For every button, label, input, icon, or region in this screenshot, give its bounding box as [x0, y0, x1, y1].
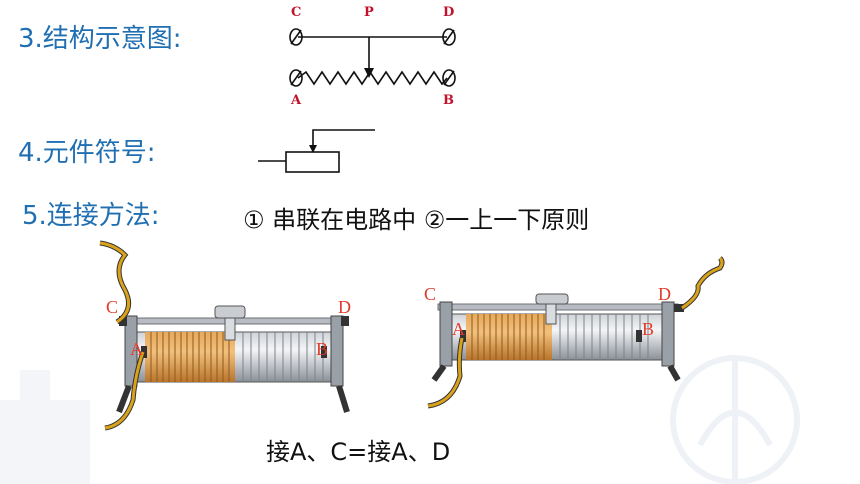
terminal-b-icon [442, 69, 456, 87]
heading-connection-method: 5.连接方法: [22, 201, 160, 231]
left-leg [116, 384, 132, 414]
slider-knob [535, 293, 569, 305]
left-end-plate [124, 315, 138, 387]
active-coil [466, 314, 552, 360]
rheostat-illustration-left [99, 240, 350, 431]
label-p: P [364, 5, 374, 20]
connection-caption: 接A、C=接A、D [266, 438, 451, 466]
slider-stem [545, 303, 557, 325]
resistance-wire [297, 70, 448, 86]
slider-stem [224, 317, 236, 341]
symbol-arrow-head [309, 145, 317, 153]
label-c: C [291, 5, 302, 20]
top-bar [437, 303, 679, 311]
right-end-plate [661, 301, 675, 367]
left-leg [431, 364, 447, 382]
method-text: ① 串联在电路中 ②一上一下原则 [243, 206, 590, 234]
terminal-d-icon [442, 28, 456, 46]
left-label-a: A [130, 339, 143, 359]
right-leg [336, 385, 350, 413]
terminal-c-icon [289, 28, 303, 46]
slider-knob [214, 305, 246, 319]
left-end-plate [439, 301, 453, 367]
rheostat-symbol [258, 129, 375, 173]
rheostat-illustration-right [427, 256, 725, 409]
slider-arrow-head [364, 68, 374, 78]
label-d: D [443, 5, 455, 20]
slider-line [312, 129, 375, 147]
right-label-a: A [452, 319, 465, 339]
resistor-box [285, 151, 340, 173]
right-label-b: B [642, 319, 655, 339]
structure-schematic [289, 28, 456, 87]
left-label-b: B [316, 339, 329, 359]
label-a: A [291, 93, 302, 108]
right-label-d: D [658, 284, 671, 304]
heading-structure-diagram: 3.结构示意图: [18, 24, 182, 54]
active-coil [145, 332, 235, 382]
heading-component-symbol: 4.元件符号: [18, 138, 156, 168]
right-label-c: C [424, 284, 437, 304]
left-label-c: C [106, 297, 119, 317]
wire-d [680, 256, 725, 311]
right-leg [667, 364, 681, 382]
label-b: B [443, 93, 454, 108]
right-end-plate [330, 315, 344, 387]
terminal-a-icon [289, 69, 303, 87]
left-label-d: D [338, 297, 351, 317]
